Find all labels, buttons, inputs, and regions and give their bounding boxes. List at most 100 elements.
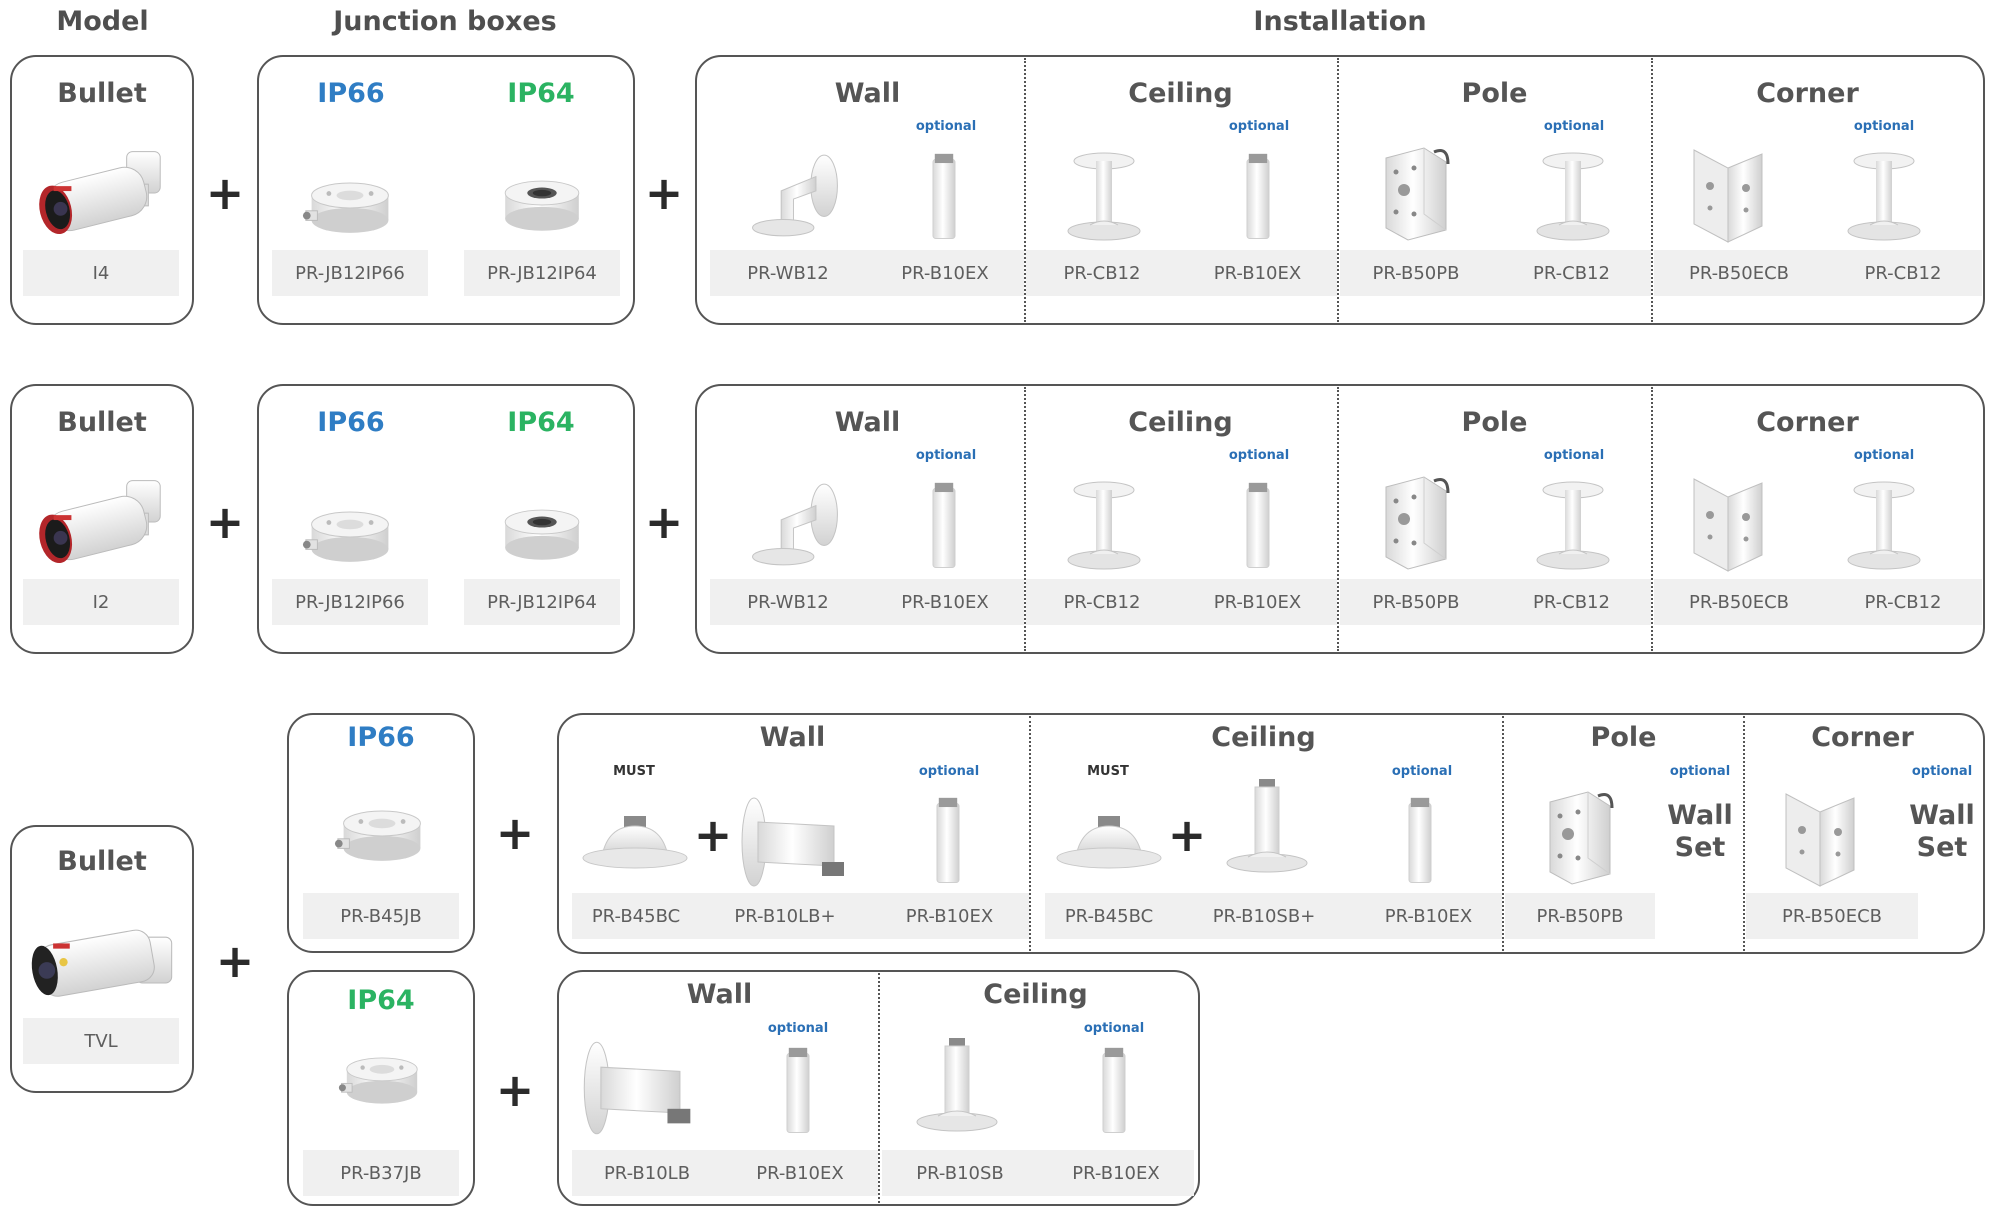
header-installation: Installation: [1253, 6, 1427, 37]
corner-bracket-icon: [1688, 473, 1768, 573]
wall-set-line: Set: [1916, 832, 1968, 863]
section-title-wall: Wall: [686, 979, 753, 1010]
pole-bracket-icon: [1376, 473, 1456, 573]
bullet-camera-icon: [28, 146, 176, 246]
junction-box-icon: [334, 800, 430, 868]
section-title-corner: Corner: [1756, 78, 1859, 109]
section-divider: [1502, 716, 1504, 951]
mount-label: PR-B10EX: [1355, 893, 1502, 939]
section-title-wall: Wall: [759, 722, 826, 753]
mount-label: PR-B50PB: [1340, 579, 1492, 625]
optional-tag: optional: [1853, 448, 1915, 463]
plus-sign: +: [205, 495, 245, 549]
ceiling-mount-icon: [1533, 479, 1613, 571]
optional-tag: optional: [1853, 119, 1915, 134]
mount-label: PR-B45BC: [572, 893, 700, 939]
mount-label: PR-B10LB+: [700, 893, 870, 939]
ceiling-mount-icon: [1844, 479, 1924, 571]
ip64-title: IP64: [507, 78, 575, 109]
pole-bracket-icon: [1540, 788, 1620, 888]
section-title-pole: Pole: [1461, 407, 1528, 438]
model-title: Bullet: [57, 846, 147, 877]
mount-label: PR-WB12: [710, 250, 866, 296]
plus-sign: +: [644, 495, 684, 549]
ceiling-mount-icon: [1533, 150, 1613, 242]
mount-label: PR-B45BC: [1045, 893, 1173, 939]
ip66-title: IP66: [347, 722, 415, 753]
section-title-pole: Pole: [1590, 722, 1657, 753]
long-wall-bracket-icon: [738, 792, 858, 892]
extension-icon: [1094, 1046, 1134, 1138]
section-title-wall: Wall: [834, 78, 901, 109]
corner-bracket-icon: [1780, 788, 1860, 888]
section-title-wall: Wall: [834, 407, 901, 438]
ip64-title: IP64: [347, 985, 415, 1016]
plus-sign: +: [495, 1063, 535, 1117]
extension-icon: [924, 481, 964, 573]
mount-label: PR-B10EX: [866, 579, 1024, 625]
section-title-ceiling: Ceiling: [1128, 78, 1233, 109]
mount-label: PR-B50ECB: [1746, 893, 1918, 939]
header-junction-boxes: Junction boxes: [333, 6, 557, 37]
jb-label: PR-B45JB: [303, 893, 459, 939]
optional-tag: optional: [767, 1021, 829, 1036]
plus-sign: +: [693, 808, 733, 862]
ceiling-mount-icon: [1844, 150, 1924, 242]
mount-label: PR-B10EX: [870, 893, 1029, 939]
wall-set-line: Wall: [1909, 800, 1975, 831]
extension-icon: [778, 1046, 818, 1138]
wall-set-note: Wall Set: [1655, 800, 1745, 864]
mount-label: PR-B50PB: [1340, 250, 1492, 296]
wall-mount-icon: [738, 479, 853, 571]
extension-icon: [928, 796, 968, 888]
extension-icon: [1400, 796, 1440, 888]
section-title-ceiling: Ceiling: [1128, 407, 1233, 438]
extension-icon: [1238, 152, 1278, 244]
junction-box-icon: [302, 501, 398, 569]
ceiling-mount-icon: [1064, 479, 1144, 571]
extension-icon: [1238, 481, 1278, 573]
optional-tag: optional: [915, 448, 977, 463]
mount-label: PR-CB12: [1026, 250, 1178, 296]
plus-sign: +: [495, 806, 535, 860]
section-title-corner: Corner: [1756, 407, 1859, 438]
junction-box-icon: [496, 501, 588, 567]
optional-tag: optional: [1228, 448, 1290, 463]
wall-set-line: Set: [1674, 832, 1726, 863]
extension-icon: [924, 152, 964, 244]
model-title: Bullet: [57, 78, 147, 109]
optional-tag: optional: [1083, 1021, 1145, 1036]
mount-label: PR-B10EX: [722, 1150, 878, 1196]
wall-mount-icon: [738, 150, 853, 242]
optional-tag: optional: [918, 764, 980, 779]
short-ceiling-bracket-icon: [1222, 772, 1312, 882]
plus-sign: +: [205, 166, 245, 220]
ip66-title: IP66: [317, 78, 385, 109]
section-divider: [1337, 58, 1339, 322]
section-divider: [1743, 716, 1745, 951]
section-divider: [1024, 387, 1026, 651]
section-title-corner: Corner: [1811, 722, 1914, 753]
mount-label: PR-B50PB: [1505, 893, 1655, 939]
jb-label: PR-JB12IP66: [272, 579, 428, 625]
optional-tag: optional: [1543, 448, 1605, 463]
section-title-ceiling: Ceiling: [1211, 722, 1316, 753]
pole-bracket-icon: [1376, 144, 1456, 244]
optional-tag: optional: [915, 119, 977, 134]
optional-tag: optional: [1228, 119, 1290, 134]
corner-bracket-icon: [1688, 144, 1768, 244]
section-divider: [1029, 716, 1031, 951]
model-label: TVL: [23, 1018, 179, 1064]
mount-label: PR-CB12: [1824, 250, 1982, 296]
wall-set-line: Wall: [1667, 800, 1733, 831]
section-title-pole: Pole: [1461, 78, 1528, 109]
mount-label: PR-B10SB+: [1173, 893, 1355, 939]
long-wall-bracket-icon: [580, 1036, 705, 1140]
header-model: Model: [56, 6, 149, 37]
mount-label: PR-CB12: [1492, 579, 1651, 625]
ip66-title: IP66: [317, 407, 385, 438]
section-divider: [1337, 387, 1339, 651]
optional-tag: optional: [1911, 764, 1973, 779]
plus-sign: +: [215, 934, 255, 988]
mount-label: PR-B10EX: [1178, 579, 1337, 625]
